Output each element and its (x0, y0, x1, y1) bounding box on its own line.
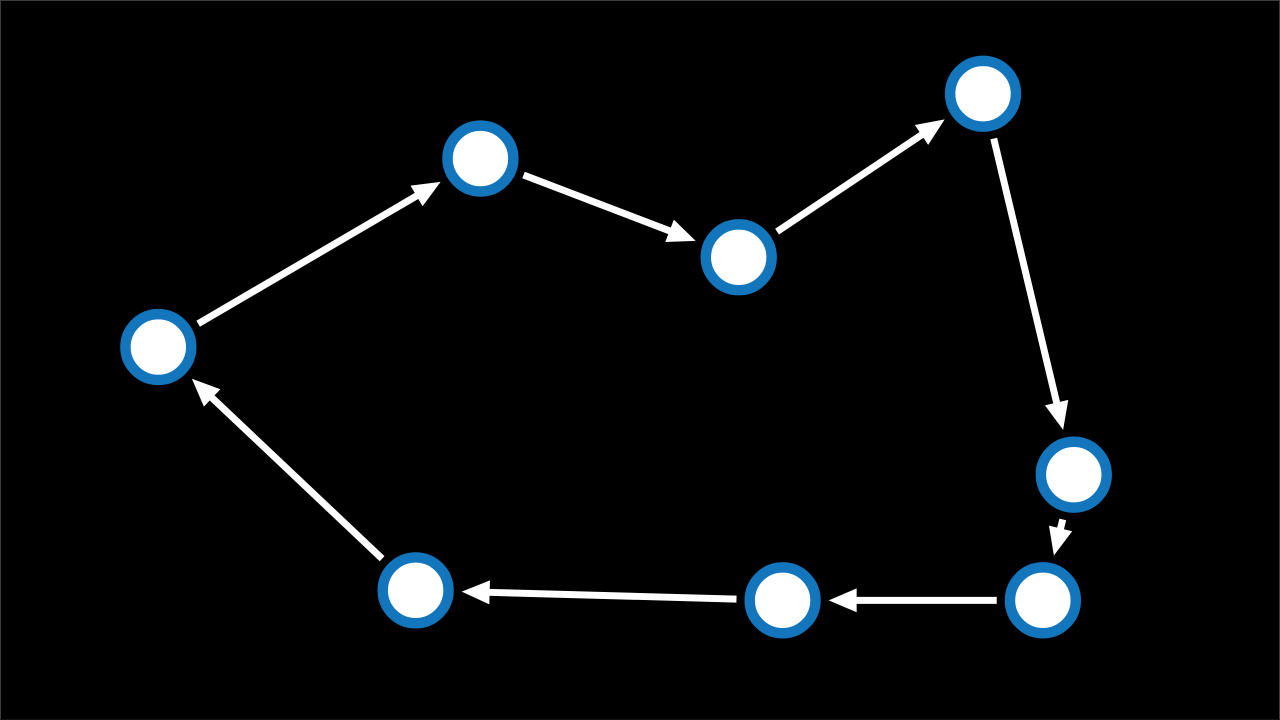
edge-node-upper-left-to-node-center (522, 171, 696, 243)
edge-line (522, 171, 673, 235)
edge-line (196, 191, 421, 327)
edge-node-bottom-left-to-node-left (191, 378, 385, 562)
node-bottom-left (377, 552, 454, 629)
edge-line (990, 137, 1061, 406)
node-center (700, 219, 777, 296)
arrowhead-icon (1048, 525, 1073, 556)
node-bottom-right (1004, 562, 1082, 639)
arrowhead-icon (665, 219, 696, 243)
edge-node-left-to-node-upper-left (196, 181, 441, 327)
arrowhead-icon (461, 580, 490, 605)
arrowhead-icon (191, 378, 221, 407)
edge-node-center-to-node-top-right (775, 119, 945, 235)
edge-node-right-to-node-bottom-right (1048, 518, 1073, 556)
arrowhead-icon (828, 588, 857, 613)
edge-node-top-right-to-node-right (990, 137, 1069, 430)
node-right (1035, 436, 1112, 513)
arrowhead-icon (914, 119, 945, 145)
node-top-right (944, 55, 1022, 132)
edge-line (208, 394, 385, 562)
node-bottom-center (744, 562, 821, 639)
edge-line (487, 588, 737, 603)
node-left (120, 308, 197, 386)
edge-node-bottom-center-to-node-bottom-left (461, 580, 737, 605)
edge-node-bottom-right-to-node-bottom-center (828, 588, 997, 613)
arrowhead-icon (410, 181, 441, 207)
node-upper-left (442, 120, 519, 197)
edge-line (775, 130, 926, 235)
arrowhead-icon (1044, 399, 1069, 430)
